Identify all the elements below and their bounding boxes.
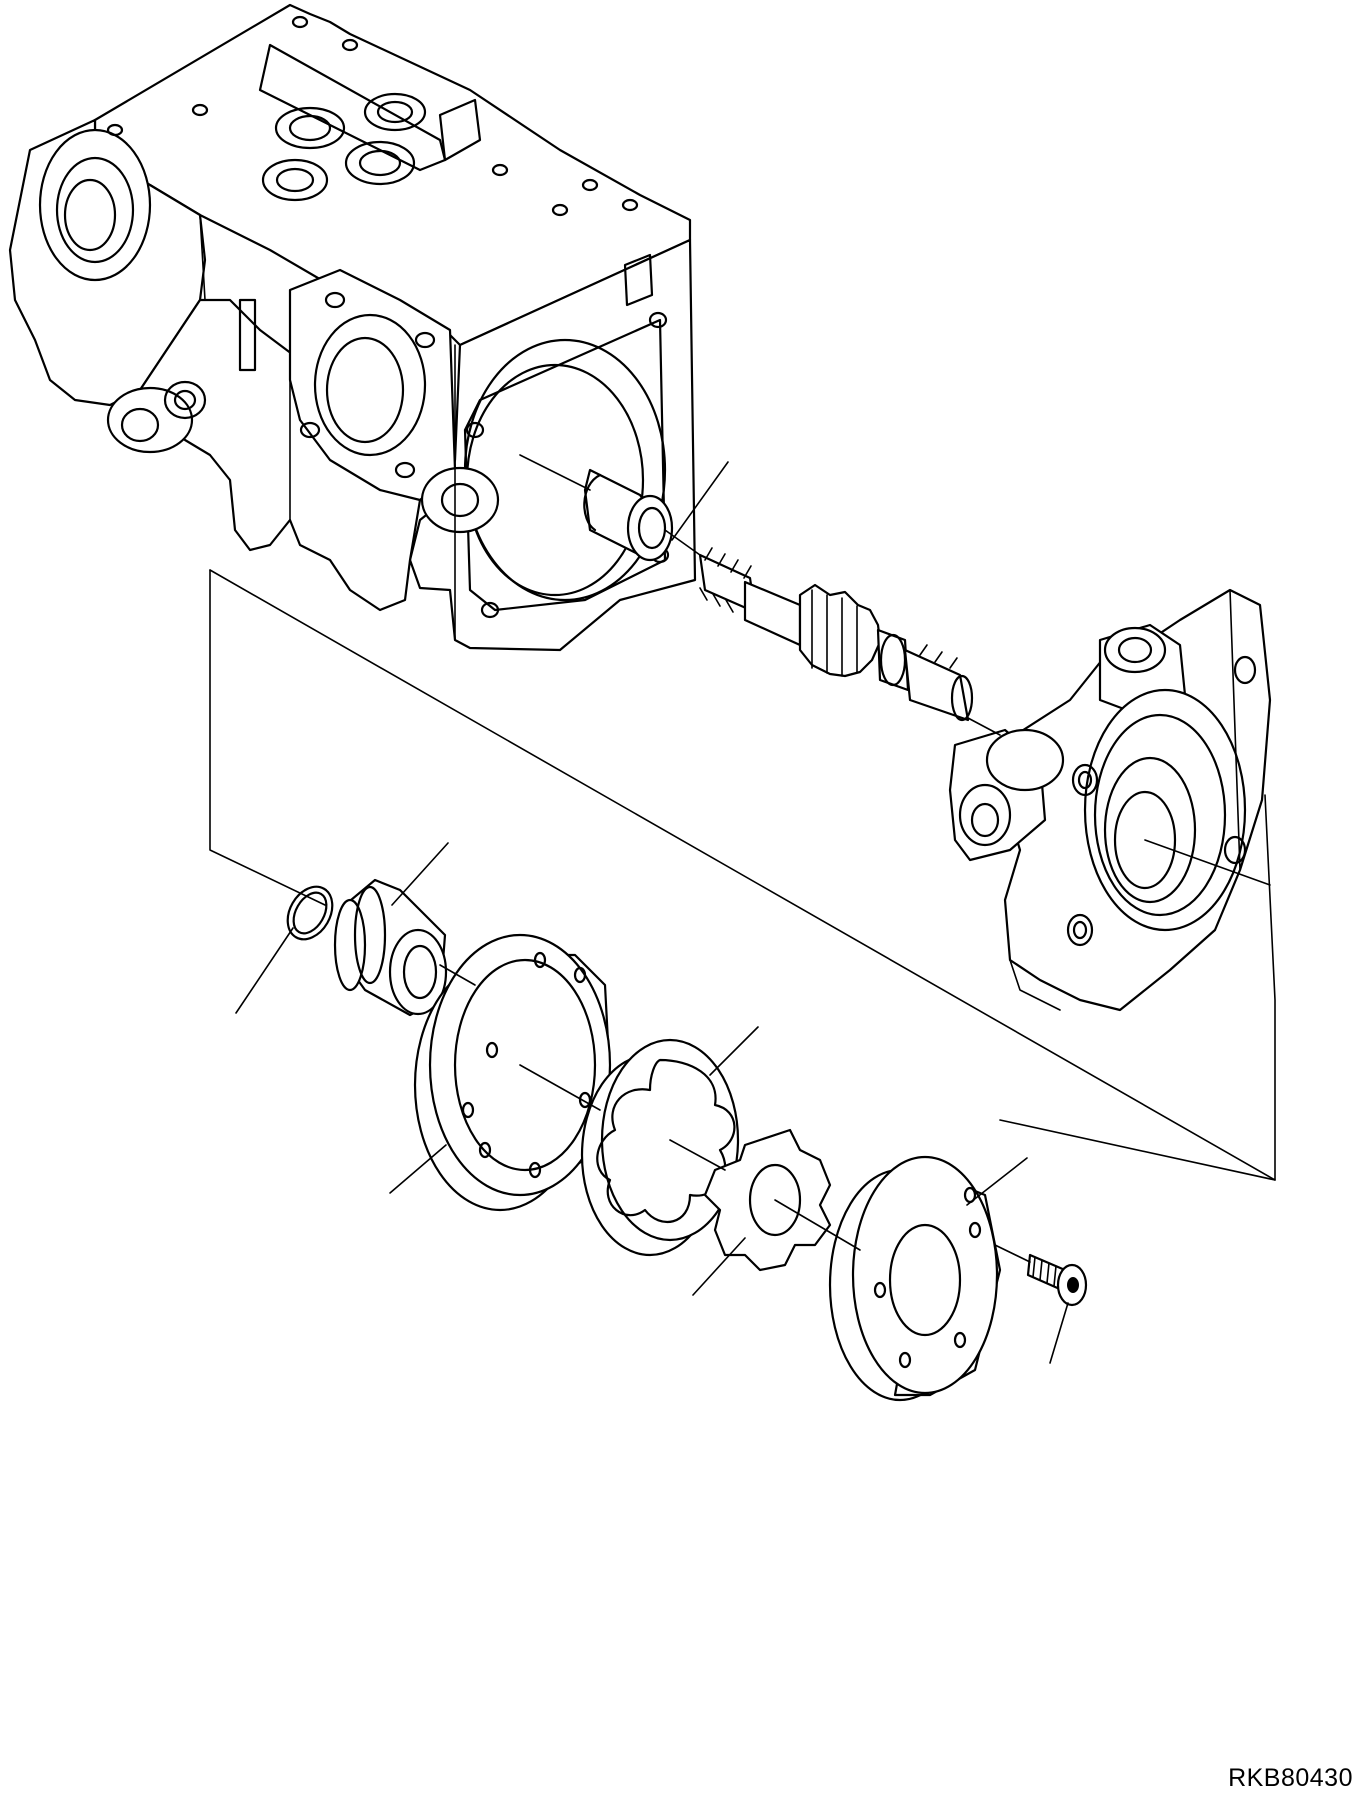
main-pump-housing bbox=[8, 3, 697, 652]
shaft-bushing bbox=[583, 468, 674, 562]
leader-end-cover bbox=[966, 1157, 1028, 1206]
snap-ring bbox=[286, 885, 334, 941]
outer-rotor bbox=[580, 1038, 740, 1257]
leader-outer-rotor bbox=[709, 1026, 759, 1076]
leader-shaft-bushing bbox=[671, 461, 729, 541]
front-cover bbox=[948, 588, 1272, 1012]
leader-housing-ring bbox=[389, 1144, 447, 1194]
leader-snap-ring bbox=[235, 927, 294, 1014]
leader-inner-rotor bbox=[692, 1237, 746, 1296]
drive-shaft bbox=[664, 529, 974, 722]
drawing-code: RKB80430 bbox=[1228, 1764, 1353, 1792]
sleeve bbox=[333, 878, 448, 1017]
assembly-axis-lines bbox=[209, 454, 1276, 1263]
end-cover-plate bbox=[828, 1155, 1002, 1402]
inner-rotor bbox=[703, 1128, 832, 1272]
leader-lines bbox=[235, 461, 1069, 1364]
leader-sleeve bbox=[391, 842, 449, 906]
leader-cap-screw bbox=[1049, 1302, 1069, 1364]
cap-screw bbox=[1026, 1253, 1088, 1307]
